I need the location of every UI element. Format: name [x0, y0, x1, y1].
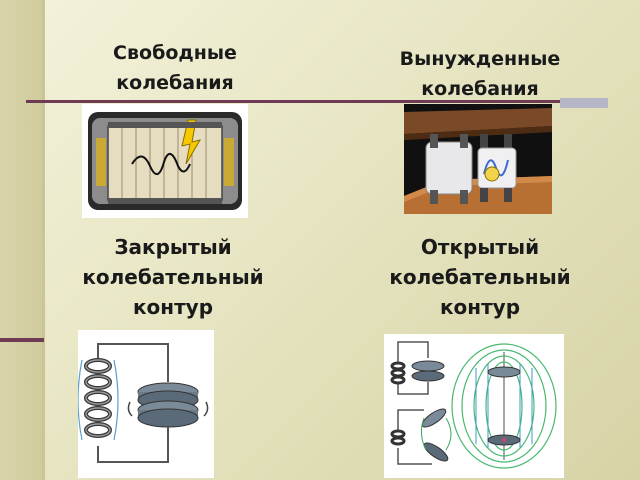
vibrating-table-illustration: [404, 104, 552, 214]
open-lc-circuit-illustration: [384, 334, 564, 478]
heading-open-circuit: Открытый колебательный контур: [389, 235, 571, 319]
horizontal-divider: [26, 100, 606, 103]
decorative-left-band: [0, 0, 42, 480]
oscillograph-illustration: [82, 104, 248, 218]
decorative-left-band-edge: [42, 0, 45, 480]
heading-free-oscillations: Свободные колебания: [113, 42, 237, 94]
heading-closed-circuit: Закрытый колебательный контур: [82, 235, 264, 319]
divider-accent-block: [560, 98, 608, 108]
closed-lc-circuit-illustration: [78, 330, 214, 478]
heading-forced-oscillations: Вынужденные колебания: [399, 48, 561, 100]
decorative-bottom-bar: [0, 338, 44, 342]
